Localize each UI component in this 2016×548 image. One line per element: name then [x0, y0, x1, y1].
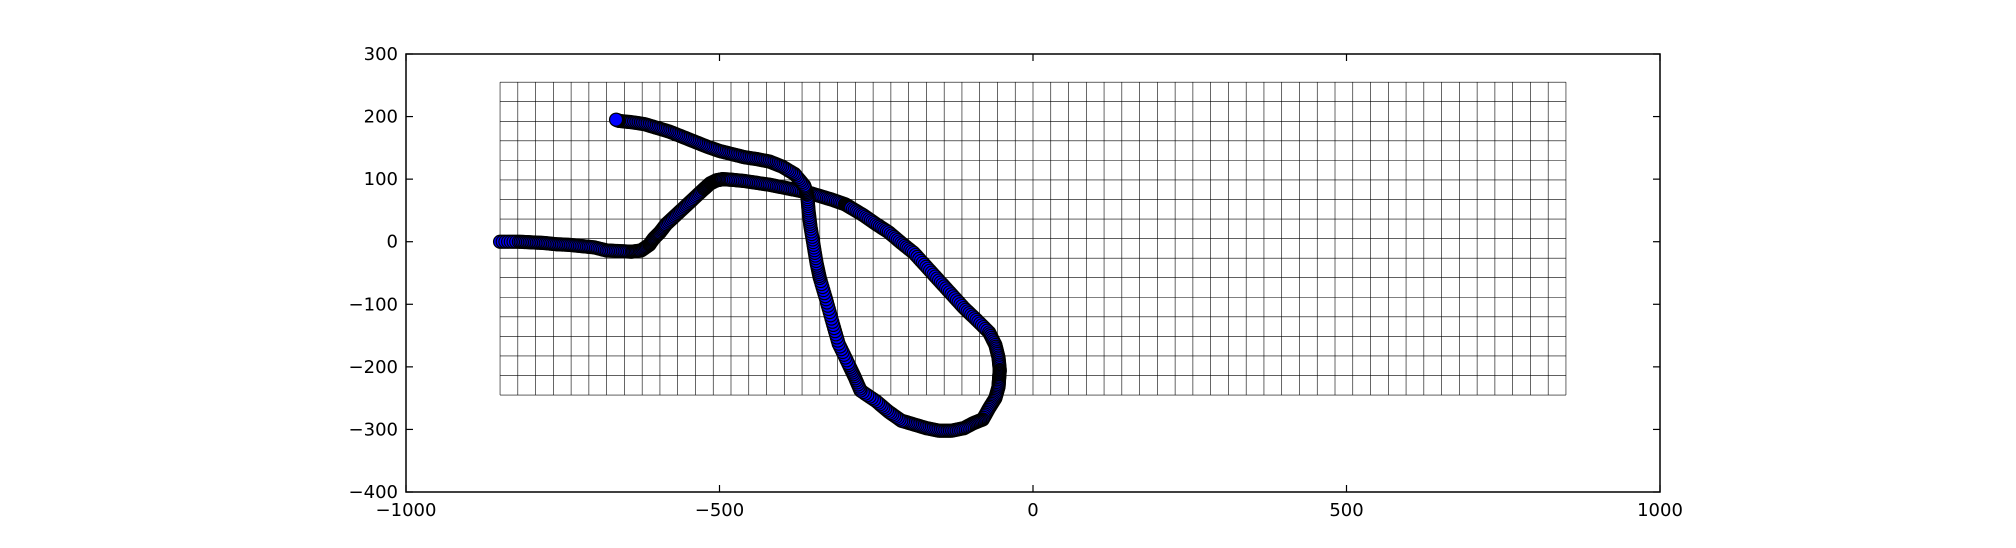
x-tick-label: −500 — [695, 500, 744, 521]
x-tick-label: 0 — [1027, 500, 1038, 521]
y-tick-label: 300 — [364, 44, 398, 65]
x-tick-label: 1000 — [1637, 500, 1683, 521]
y-tick-label: 0 — [387, 232, 398, 253]
x-tick-label: 500 — [1329, 500, 1363, 521]
y-tick-label: −300 — [349, 419, 398, 440]
data-point — [608, 112, 624, 127]
y-tick-label: 100 — [364, 169, 398, 190]
y-tick-label: −200 — [349, 357, 398, 378]
y-tick-label: −400 — [349, 482, 398, 503]
x-tick-label: −1000 — [376, 500, 437, 521]
y-tick-label: 200 — [364, 107, 398, 128]
data-series — [492, 112, 1007, 438]
y-tick-label: −100 — [349, 294, 398, 315]
